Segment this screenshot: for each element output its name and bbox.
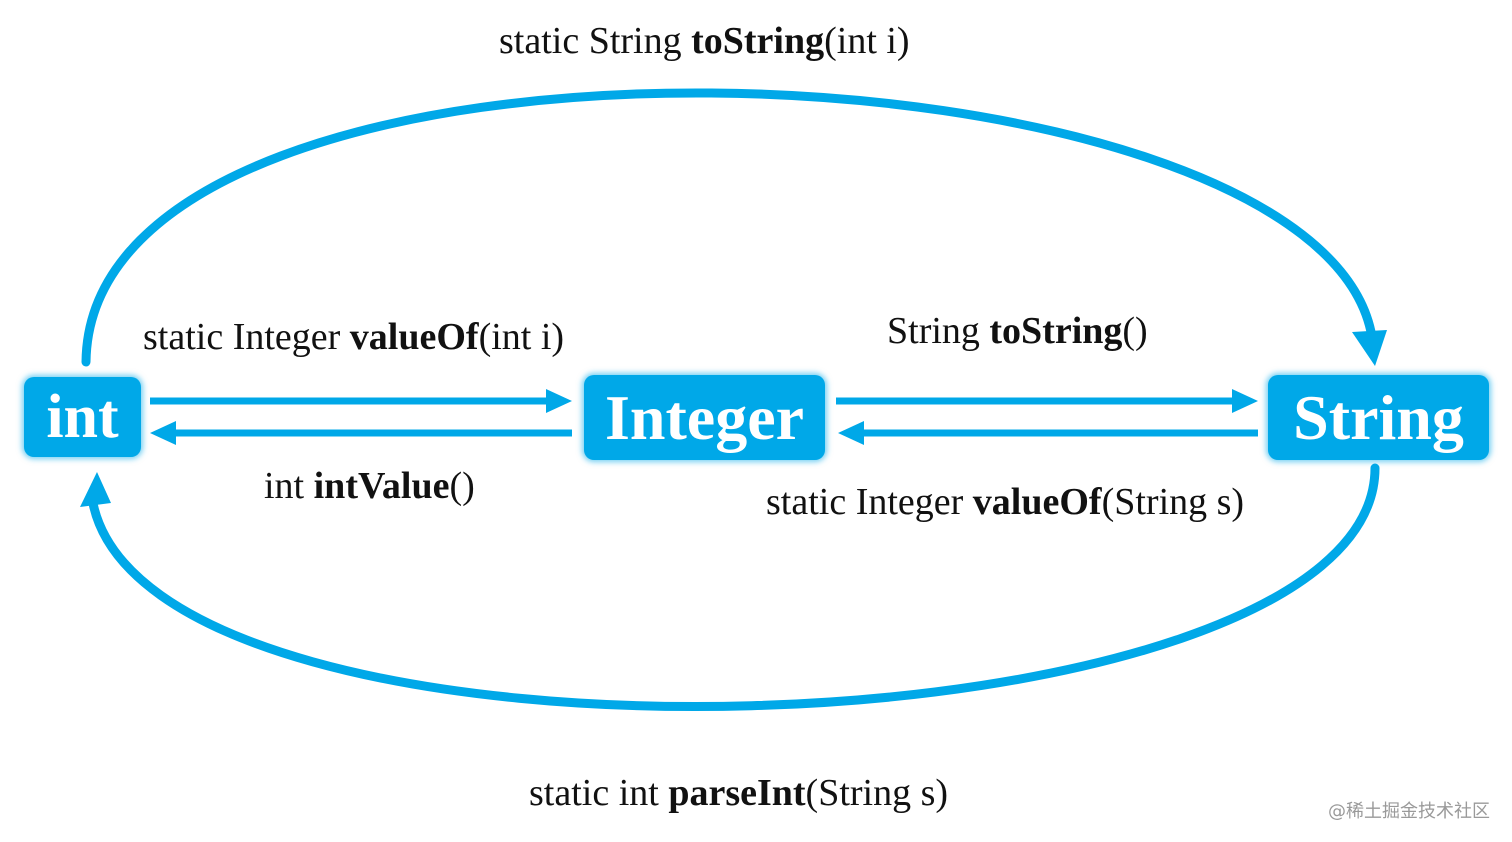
label-prefix: static Integer: [766, 481, 973, 523]
node-integer: Integer: [584, 375, 825, 460]
label-method: toString: [691, 20, 825, 62]
edge-string-to-int-curve: [87, 463, 1380, 711]
label-integer-to-string: String toString(): [887, 312, 1148, 350]
watermark: @稀土掘金技术社区: [1328, 801, 1490, 822]
label-suffix: (int i): [478, 316, 565, 358]
label-prefix: static Integer: [143, 316, 350, 358]
node-integer-label: Integer: [604, 381, 805, 453]
node-string: String: [1268, 375, 1489, 460]
node-int: int: [24, 377, 141, 457]
arrowhead-into-int: [80, 472, 111, 507]
node-int-label: int: [46, 383, 119, 451]
label-method: valueOf: [349, 316, 479, 358]
label-method: toString: [989, 310, 1123, 352]
label-int-to-string: static String toString(int i): [499, 22, 910, 60]
label-suffix: (String s): [805, 772, 949, 814]
label-suffix: (int i): [824, 20, 910, 62]
arrowhead-into-string-straight: [1232, 389, 1258, 413]
label-prefix: int: [264, 465, 314, 507]
label-suffix: (): [1122, 310, 1148, 352]
label-suffix: (): [449, 465, 475, 507]
node-string-label: String: [1293, 381, 1464, 453]
label-prefix: static String: [499, 20, 692, 62]
label-prefix: String: [887, 310, 990, 352]
label-suffix: (String s): [1101, 481, 1245, 523]
label-string-to-int: static int parseInt(String s): [529, 774, 948, 812]
label-method: intValue: [313, 465, 450, 507]
label-prefix: static int: [529, 772, 669, 814]
label-string-to-integer: static Integer valueOf(String s): [766, 483, 1244, 521]
label-method: valueOf: [972, 481, 1102, 523]
label-int-to-integer: static Integer valueOf(int i): [143, 318, 564, 356]
edge-int-to-string-curve: [81, 88, 1377, 367]
arrowhead-into-string: [1352, 330, 1387, 366]
arrowhead-into-int-straight: [150, 421, 176, 445]
arrowhead-into-integer: [546, 389, 572, 413]
arrowhead-into-integer-straight: [838, 421, 864, 445]
label-integer-to-int: int intValue(): [264, 467, 475, 505]
label-method: parseInt: [668, 772, 806, 814]
